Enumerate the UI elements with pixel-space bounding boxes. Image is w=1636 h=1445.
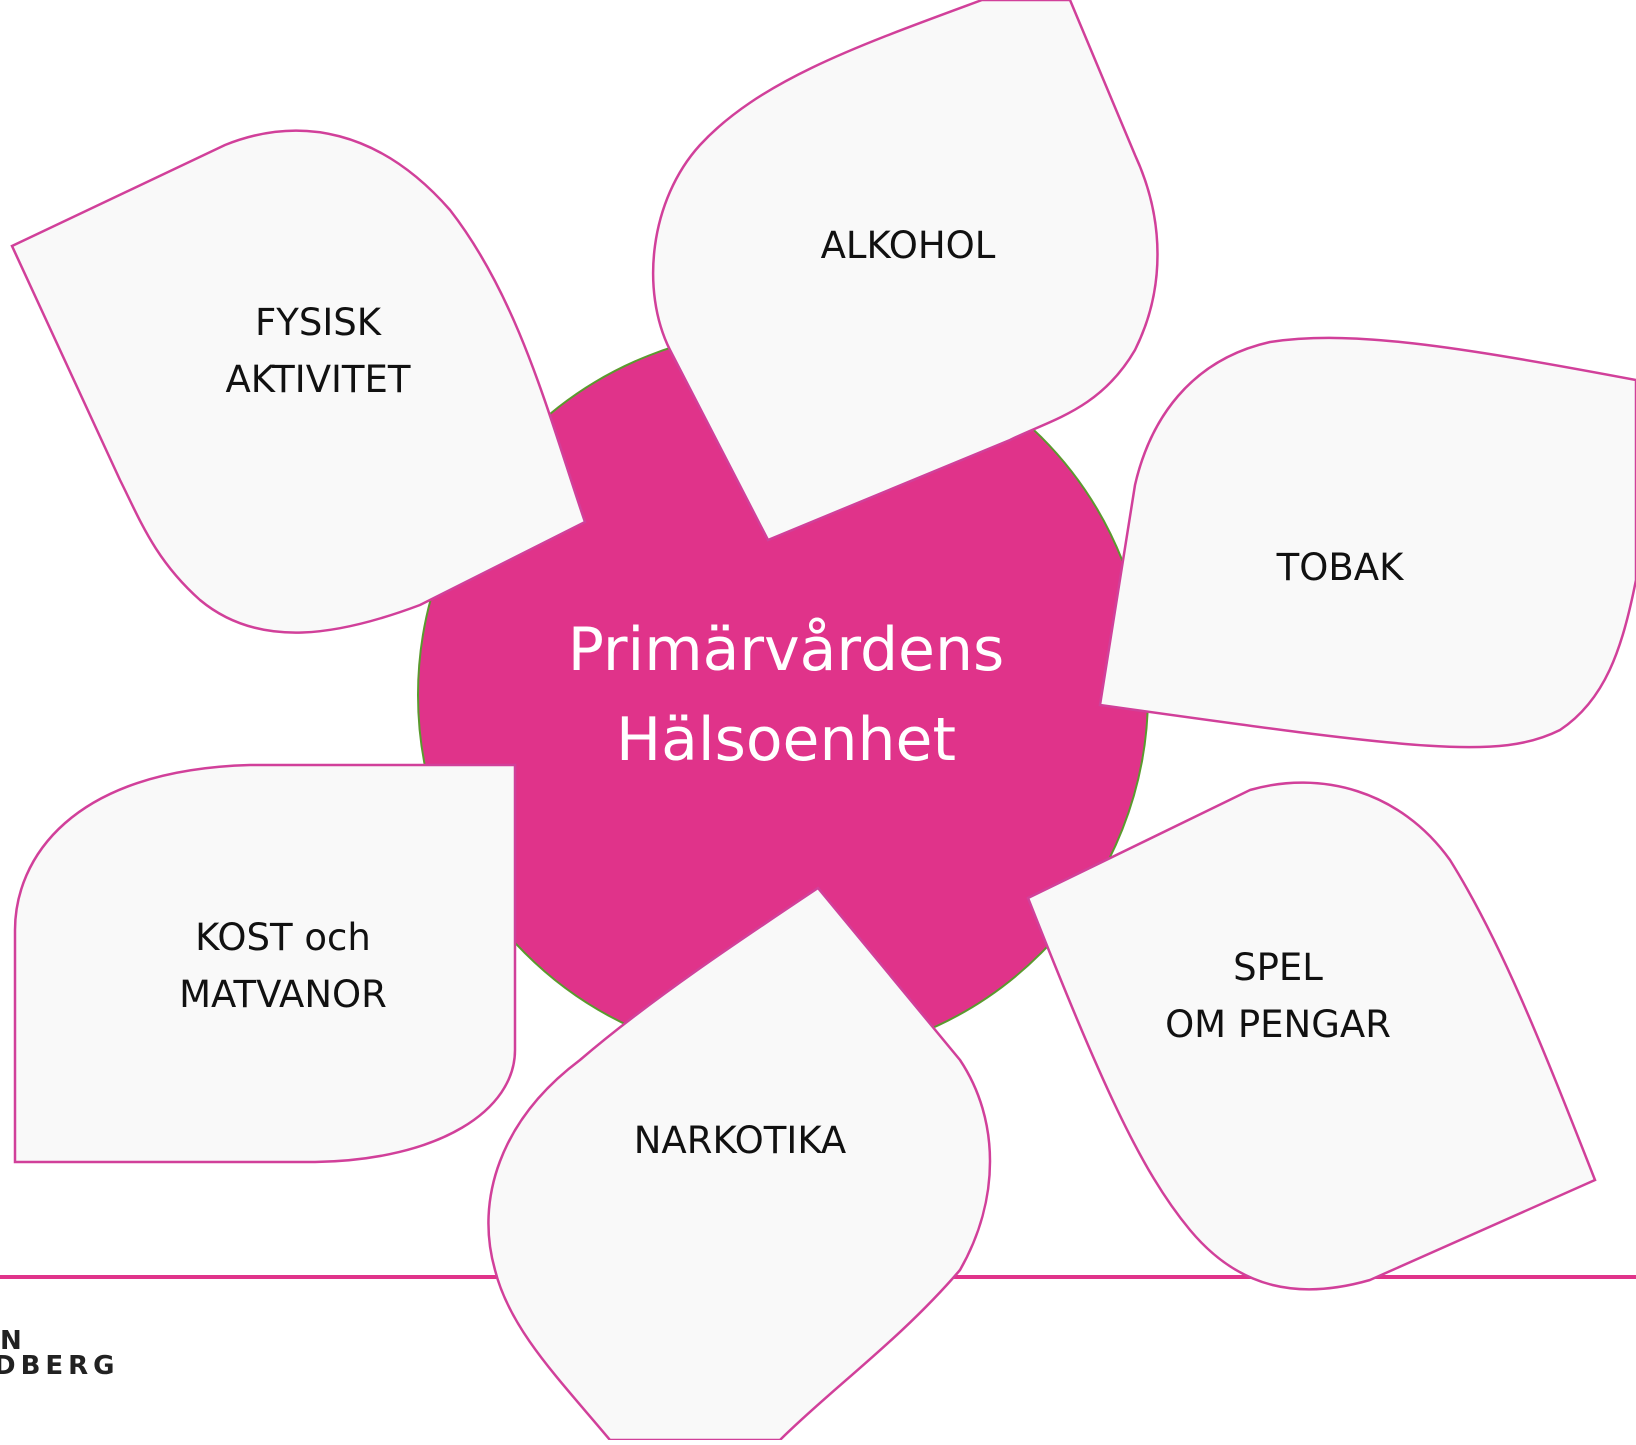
petal-fysisk-aktivitet-label-2: AKTIVITET	[225, 358, 410, 401]
petal-tobak[interactable]: TOBAK	[1098, 336, 1636, 749]
petal-fysisk-aktivitet-shape	[10, 129, 587, 634]
petal-spel-om-pengar[interactable]: SPEL OM PENGAR	[1026, 781, 1597, 1291]
petal-alkohol-shape	[651, 0, 1159, 542]
petal-kost-label-1: KOST och	[195, 916, 371, 959]
petal-alkohol[interactable]: ALKOHOL	[651, 0, 1159, 542]
petal-narkotika[interactable]: NARKOTIKA	[487, 886, 992, 1442]
petal-alkohol-label: ALKOHOL	[821, 224, 996, 267]
petal-spel-label-2: OM PENGAR	[1165, 1003, 1391, 1046]
organization-logo: N DBERG	[0, 1326, 120, 1381]
petal-tobak-label: TOBAK	[1276, 546, 1405, 589]
center-title-line-1: Primärvårdens	[568, 615, 1005, 685]
logo-text-line-1: N	[0, 1326, 27, 1356]
petal-kost-label-2: MATVANOR	[179, 973, 387, 1016]
logo-text-line-2: DBERG	[0, 1351, 120, 1381]
petal-kost-och-matvanor-shape	[13, 763, 517, 1164]
center-title-line-2: Hälsoenhet	[616, 705, 956, 775]
petal-spel-om-pengar-shape	[1026, 781, 1597, 1291]
petal-narkotika-label: NARKOTIKA	[634, 1119, 847, 1162]
petal-tobak-shape	[1098, 336, 1636, 749]
petal-fysisk-aktivitet-label-1: FYSISK	[255, 301, 383, 344]
petal-fysisk-aktivitet[interactable]: FYSISK AKTIVITET	[10, 129, 587, 634]
petal-kost-och-matvanor[interactable]: KOST och MATVANOR	[13, 763, 517, 1164]
petal-narkotika-shape	[487, 886, 992, 1442]
petal-spel-label-1: SPEL	[1233, 946, 1323, 989]
